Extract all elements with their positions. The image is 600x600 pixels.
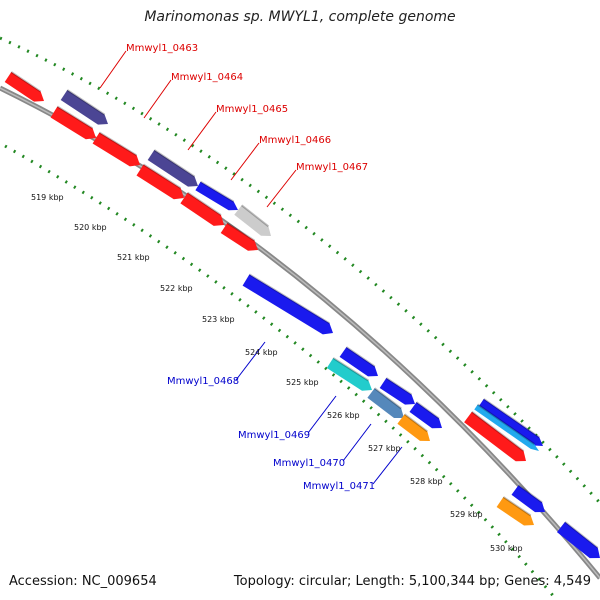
tick-label: 522 kbp <box>160 284 193 293</box>
tick-label: 526 kbp <box>327 411 360 420</box>
leader-line <box>307 395 337 434</box>
outer-dotted-ring <box>0 36 600 505</box>
gene-feature-12[interactable] <box>339 346 378 377</box>
map-title: Marinomonas sp. MWYL1, complete genome <box>144 9 456 25</box>
tick-labels: 519 kbp 520 kbp 521 kbp 522 kbp 523 kbp 524 k… <box>31 193 523 553</box>
tick-label: 530 kbp <box>490 544 523 553</box>
gene-feature-4[interactable] <box>92 131 140 167</box>
leader-line <box>266 169 297 208</box>
gene-feature-23[interactable] <box>557 521 600 559</box>
leader-line <box>372 446 403 485</box>
gene-feature-13[interactable] <box>326 357 372 391</box>
gene-label-top[interactable]: Mmwyl1_0463 <box>126 43 198 54</box>
gene-label-bottom[interactable]: Mmwyl1_0468 <box>167 376 239 387</box>
gene-feature-14[interactable] <box>379 377 415 405</box>
tick-label: 527 kbp <box>368 444 401 453</box>
gene-feature-20[interactable] <box>464 411 526 462</box>
gene-feature-5[interactable] <box>147 149 198 187</box>
gene-label-top[interactable]: Mmwyl1_0465 <box>216 104 288 115</box>
accession-text: Accession: NC_009654 <box>9 574 157 589</box>
tick-label: 519 kbp <box>31 193 64 202</box>
gene-feature-15[interactable] <box>367 387 404 418</box>
leader-line <box>187 111 217 151</box>
leader-line <box>143 79 172 119</box>
gene-features <box>4 71 600 559</box>
tick-label: 523 kbp <box>202 315 235 324</box>
tick-label: 525 kbp <box>286 378 319 387</box>
gene-label-top[interactable]: Mmwyl1_0467 <box>296 162 368 173</box>
gene-feature-7[interactable] <box>136 163 185 200</box>
tick-label: 529 kbp <box>450 510 483 519</box>
gene-feature-17[interactable] <box>397 413 430 441</box>
tick-label: 521 kbp <box>117 253 150 262</box>
gene-labels: Mmwyl1_0463Mmwyl1_0464Mmwyl1_0465Mmwyl1_… <box>126 43 375 492</box>
gene-feature-19[interactable] <box>474 403 539 452</box>
tick-label: 520 kbp <box>74 223 107 232</box>
gene-feature-16[interactable] <box>409 401 443 429</box>
gene-label-bottom[interactable]: Mmwyl1_0470 <box>273 458 345 469</box>
gene-feature-8[interactable] <box>180 191 224 226</box>
gene-feature-9[interactable] <box>234 204 271 236</box>
gene-feature-1[interactable] <box>4 71 44 102</box>
leader-line <box>342 423 372 462</box>
leader-line <box>99 50 127 89</box>
gene-feature-21[interactable] <box>511 484 546 513</box>
leader-line <box>230 142 260 181</box>
tick-label: 528 kbp <box>410 477 443 486</box>
gene-label-top[interactable]: Mmwyl1_0464 <box>171 72 243 83</box>
tick-label: 524 kbp <box>245 348 278 357</box>
genome-summary-text: Topology: circular; Length: 5,100,344 bp… <box>233 574 591 589</box>
gene-feature-10[interactable] <box>220 222 258 251</box>
gene-feature-3[interactable] <box>50 105 96 140</box>
gene-feature-22[interactable] <box>496 496 534 526</box>
gene-feature-6[interactable] <box>195 180 238 211</box>
gene-feature-2[interactable] <box>60 89 108 125</box>
leader-line <box>235 341 266 381</box>
gene-label-bottom[interactable]: Mmwyl1_0469 <box>238 430 310 441</box>
gene-label-bottom[interactable]: Mmwyl1_0471 <box>303 481 375 492</box>
gene-feature-18[interactable] <box>478 398 543 446</box>
gene-label-top[interactable]: Mmwyl1_0466 <box>259 135 331 146</box>
label-leader-lines <box>99 50 403 485</box>
gene-feature-11[interactable] <box>242 273 333 335</box>
